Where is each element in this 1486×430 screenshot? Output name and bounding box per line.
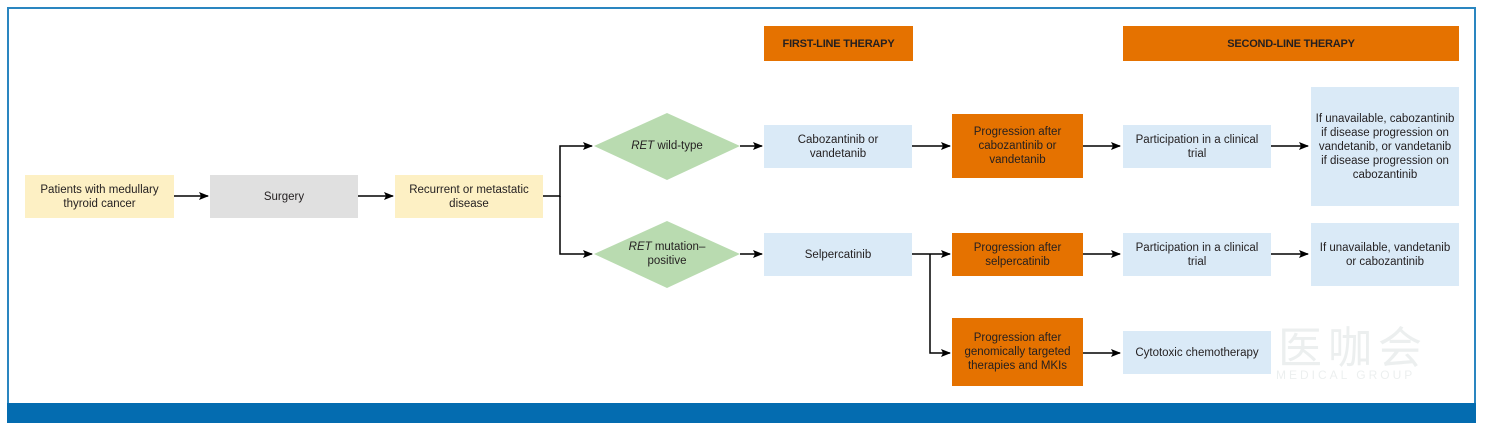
node-surgery: Surgery [210,175,358,218]
header-second-line: SECOND-LINE THERAPY [1123,26,1459,61]
node-trial-1: Participation in a clinical trial [1123,125,1271,168]
watermark-text: 医咖会 [1278,324,1428,373]
arrow-to-wild [543,142,593,197]
ret-gene-italic: RET [631,140,655,152]
node-cabo-vande: Cabozantinib or vandetanib [764,125,912,168]
node-recurrent: Recurrent or metastatic disease [395,175,543,218]
diamond-ret-wild [594,113,740,180]
node-selpercatinib: Selpercatinib [764,233,912,276]
bottom-band [7,403,1476,423]
node-unavail-2: If unavailable, vandetanib or cabozantin… [1311,223,1459,286]
ret-gene-italic: RET [628,241,652,253]
figure-frame [7,7,1476,423]
diamond-ret-mut [594,221,740,288]
node-patients: Patients with medullary thyroid cancer [25,175,174,218]
header-first-line: FIRST-LINE THERAPY [764,26,913,61]
node-prog-genomic: Progression after genomically targeted t… [952,318,1083,386]
node-unavail-1: If unavailable, cabozantinib if disease … [1311,87,1459,206]
arrow-selper-genomic [929,254,951,357]
arrow-to-mut [559,196,593,258]
node-trial-2: Participation in a clinical trial [1123,233,1271,276]
label-ret-mut: RET mutation–positive [612,233,722,275]
watermark-subtext: MEDICAL GROUP [1276,368,1416,382]
node-prog-cabo-vande: Progression after cabozantinib or vandet… [952,114,1083,178]
label-ret-wild: RET wild-type [600,125,734,167]
ret-mut-text: mutation–positive [647,241,706,267]
node-cytotoxic: Cytotoxic chemotherapy [1123,331,1271,374]
node-prog-selper: Progression after selpercatinib [952,233,1083,276]
ret-wild-text: wild-type [654,140,703,152]
